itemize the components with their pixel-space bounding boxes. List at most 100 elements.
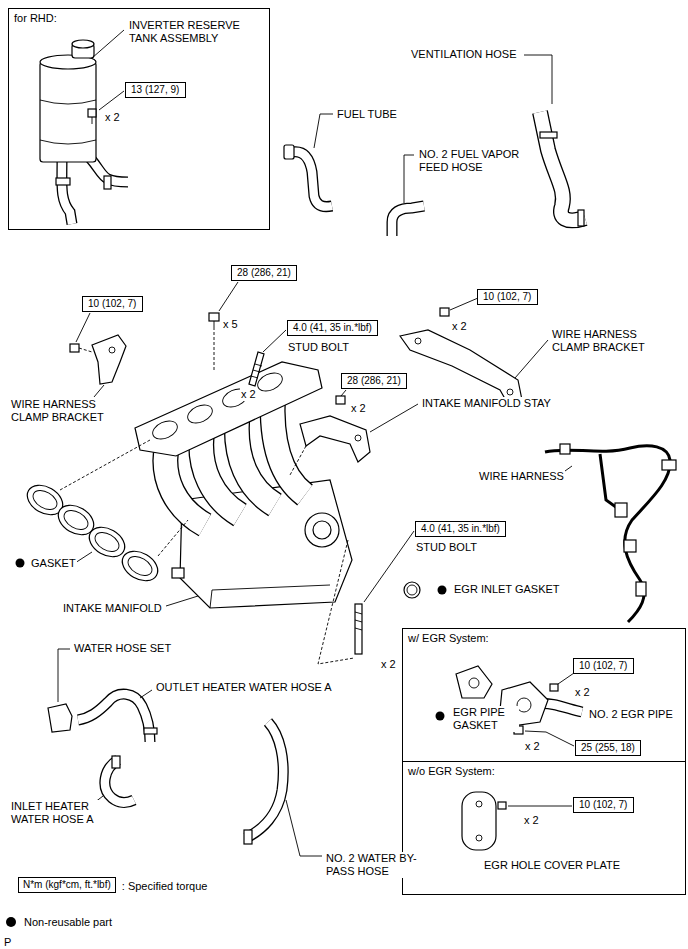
legend-dot (6, 917, 16, 927)
manifold-gasket (158, 520, 188, 556)
fuel-vapor-hose (404, 155, 414, 203)
bolt-set (219, 282, 238, 311)
legend-row: Non-reusable part (24, 916, 112, 929)
egr-parts (498, 802, 506, 809)
torque-value: 28 (286, 21) (237, 267, 291, 279)
egr-parts (436, 666, 583, 850)
quantity-label: x 2 (524, 740, 541, 753)
clamp-bracket-right (400, 330, 522, 404)
ventilation-hose (524, 55, 585, 226)
lower-stud-bolt (407, 585, 417, 595)
bolt-set (214, 321, 215, 330)
ventilation-hose (578, 210, 584, 226)
part-label: NO. 2 WATER BY-PASS HOSE (325, 852, 431, 878)
quantity-label: x 2 (350, 402, 367, 415)
part-label: INVERTER RESERVE TANK ASSEMBLY (128, 19, 255, 45)
manifold-stay (370, 404, 418, 432)
water-hoses (112, 756, 120, 768)
egr-parts (436, 712, 445, 721)
egr-parts (476, 801, 482, 807)
intake-manifold (255, 369, 285, 394)
part-label: NO. 2 EGR PIPE (588, 708, 674, 721)
fuel-tube (284, 145, 294, 159)
inverter-reserve-tank (62, 160, 72, 224)
part-label: INTAKE MANIFOLD (62, 602, 163, 615)
wire-harness (560, 444, 570, 454)
egr-parts (469, 678, 479, 688)
manifold-gasket (16, 440, 199, 606)
bolt-set (263, 330, 286, 352)
manifold-stay (290, 446, 306, 475)
inverter-reserve-tank (72, 40, 94, 48)
clamp-bracket-right (440, 308, 449, 316)
fuel-tube (314, 114, 333, 148)
quantity-label: x 2 (523, 814, 540, 827)
torque-value: 4.0 (41, 35 in.*lbf) (293, 322, 372, 334)
manifold-stay (300, 416, 370, 462)
clamp-bracket-right (450, 298, 478, 310)
wire-harness (662, 460, 676, 470)
part-label: INTAKE MANIFOLD STAY (421, 397, 552, 410)
manifold-gasket (75, 552, 92, 563)
clamp-bracket-right (415, 338, 421, 344)
fuel-vapor-hose (392, 206, 424, 236)
inverter-reserve-tank (104, 176, 111, 189)
torque-value: 25 (255, 18) (581, 742, 635, 754)
water-hoses (58, 649, 70, 702)
inverter-reserve-tank (40, 30, 128, 224)
part-label: WIRE HARNESS CLAMP BRACKET (551, 328, 671, 354)
manifold-stay (336, 396, 345, 404)
intake-manifold (135, 362, 322, 456)
intake-manifold (150, 417, 180, 442)
panel-heading: w/o EGR System: (408, 765, 680, 778)
water-hoses (286, 800, 322, 856)
part-label: WIRE HARNESS CLAMP BRACKET (10, 398, 130, 424)
egr-parts (476, 835, 482, 841)
torque-spec: 28 (286, 21) (341, 373, 407, 389)
ventilation-hose (540, 112, 585, 220)
water-hoses (140, 690, 152, 698)
panel-heading: w/ EGR System: (408, 632, 680, 645)
torque-spec: 25 (255, 18) (575, 740, 641, 756)
manifold-stay (355, 435, 361, 441)
part-label: FUEL TUBE (336, 108, 398, 121)
water-hoses (78, 694, 150, 742)
egr-parts (456, 666, 492, 698)
clamp-bracket-left (79, 348, 92, 352)
wire-harness (600, 454, 620, 510)
variant-panel: w/o EGR System:10 (102, 7) (402, 761, 686, 895)
part-label: WIRE HARNESS (478, 470, 565, 483)
intake-manifold (313, 521, 331, 539)
wire-harness (615, 503, 627, 517)
inverter-reserve-tank (92, 30, 124, 58)
torque-value: 13 (127, 9) (131, 84, 180, 96)
part-label: OUTLET HEATER WATER HOSE A (155, 681, 333, 694)
manifold-stay (290, 390, 418, 475)
bolt-set (209, 313, 219, 321)
part-label: VENTILATION HOSE (410, 48, 518, 61)
lower-stud-bolt (318, 540, 354, 664)
water-hoses (244, 830, 252, 844)
inverter-reserve-tank (40, 62, 96, 162)
torque-spec: 10 (102, 7) (477, 289, 538, 305)
manifold-gasket (60, 440, 150, 490)
legend-text: : Specified torque (122, 880, 208, 892)
part-label: WATER HOSE SET (73, 642, 172, 655)
bolt-set (214, 332, 215, 372)
inverter-reserve-tank (40, 140, 96, 144)
variant-panel: w/ EGR System: 10 (102, 7) 25 (255, 18) (402, 628, 686, 762)
torque-spec: 28 (286, 21) (231, 265, 297, 281)
ventilation-hose (524, 55, 552, 104)
fuel-tube (292, 152, 332, 207)
water-hoses (78, 694, 150, 742)
legend-sample: N*m (kgf*cm, ft.*lbf) (18, 877, 116, 893)
torque-value: 28 (286, 21) (347, 375, 401, 387)
fuel-vapor-hose (392, 206, 424, 236)
torque-spec: 10 (102, 7) (573, 658, 634, 674)
ventilation-hose (540, 112, 585, 220)
torque-spec: 4.0 (41, 35 in.*lbf) (415, 521, 506, 537)
intake-manifold (172, 568, 184, 578)
egr-parts (517, 698, 531, 712)
part-label: EGR PIPE GASKET (452, 706, 519, 732)
